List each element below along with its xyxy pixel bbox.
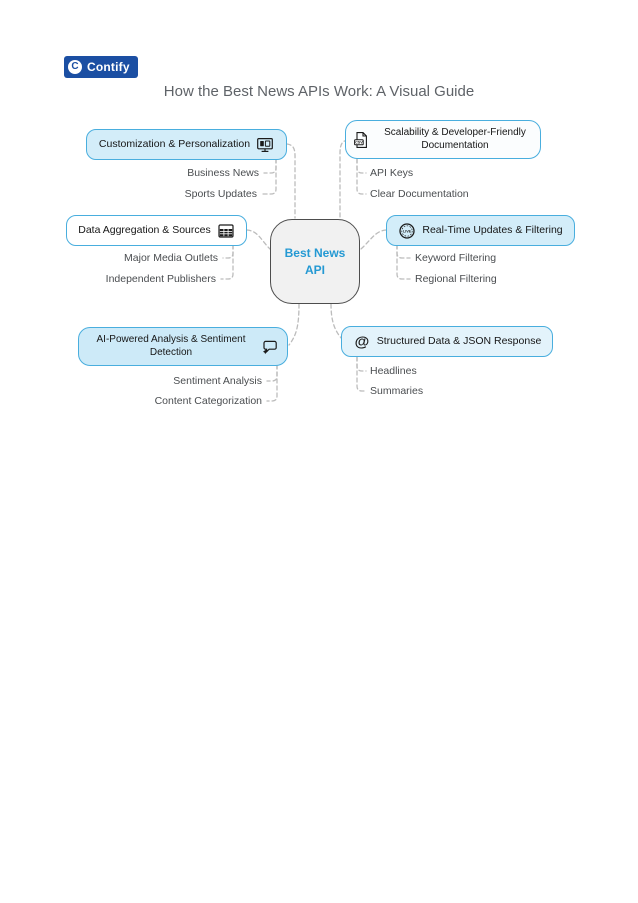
leaf-content-categorization: Content Categorization: [154, 395, 262, 407]
node-scalability-documentation: CSV Scalability & Developer-Friendly Doc…: [345, 120, 541, 159]
connector-sports-updates: [261, 158, 277, 195]
live-badge-icon: LIVE: [398, 222, 416, 240]
connector-sentiment-analysis: [266, 364, 278, 382]
node-ai-analysis-sentiment: AI-Powered Analysis & Sentiment Detectio…: [78, 327, 288, 366]
leaf-business-news: Business News: [187, 167, 259, 179]
leaf-regional-filtering: Regional Filtering: [415, 273, 497, 285]
node-structured-data-json: @ Structured Data & JSON Response: [341, 326, 553, 357]
node-label: Real-Time Updates & Filtering: [422, 223, 563, 236]
central-node-label: Best News API: [284, 245, 346, 277]
leaf-sentiment-analysis: Sentiment Analysis: [173, 375, 262, 387]
page-title: How the Best News APIs Work: A Visual Gu…: [163, 83, 475, 100]
contify-logo-icon: C: [68, 60, 82, 74]
connector-content-categorization: [266, 364, 278, 402]
at-icon-glyph: @: [354, 333, 369, 350]
connector-structured-center: [330, 303, 343, 340]
live-icon-text: LIVE: [403, 229, 412, 233]
leaf-major-media-outlets: Major Media Outlets: [124, 252, 218, 264]
node-label: Scalability & Developer-Friendly Documen…: [384, 127, 526, 151]
node-label: AI-Powered Analysis & Sentiment Detectio…: [96, 334, 246, 358]
connector-customization-center: [286, 143, 296, 219]
leaf-independent-publishers: Independent Publishers: [105, 273, 216, 285]
connector-keyword-filtering: [396, 244, 411, 259]
csv-icon-text: CSV: [355, 140, 363, 144]
chat-sparkle-icon: [262, 338, 279, 354]
node-label: Structured Data & JSON Response: [376, 334, 542, 347]
connector-major-media: [222, 244, 234, 259]
leaf-clear-documentation: Clear Documentation: [370, 188, 469, 200]
connector-summaries: [356, 356, 367, 392]
node-realtime-updates-filtering: LIVE Real-Time Updates & Filtering: [386, 215, 575, 246]
leaf-sports-updates: Sports Updates: [184, 188, 257, 200]
node-label: Data Aggregation & Sources: [78, 223, 211, 236]
leaf-headlines: Headlines: [370, 365, 417, 377]
contify-logo-text: Contify: [87, 60, 130, 74]
csv-file-icon: CSV: [352, 131, 370, 149]
leaf-summaries: Summaries: [370, 385, 424, 397]
leaf-keyword-filtering: Keyword Filtering: [415, 252, 497, 264]
contify-logo: C Contify: [64, 56, 138, 78]
node-customization-personalization: Customization & Personalization: [86, 129, 287, 160]
spreadsheet-icon: [217, 222, 235, 240]
leaf-api-keys: API Keys: [370, 167, 414, 179]
connector-layer: [220, 139, 411, 402]
connector-realtime-center: [360, 229, 387, 250]
connector-business-news: [263, 158, 277, 174]
connector-independent-pub: [220, 244, 234, 280]
connector-ai-center: [288, 303, 300, 346]
monitor-personalization-icon: [256, 136, 274, 154]
connector-api-keys: [356, 158, 367, 174]
connector-regional-filtering: [396, 244, 411, 280]
node-data-aggregation-sources: Data Aggregation & Sources: [66, 215, 247, 246]
connector-dataagg-center: [246, 229, 271, 250]
at-spiral-icon: @: [354, 333, 369, 350]
connector-headlines: [356, 356, 367, 372]
connector-clear-doc: [356, 158, 367, 195]
central-node-best-news-api: Best News API: [270, 219, 360, 304]
node-label: Customization & Personalization: [98, 137, 251, 150]
